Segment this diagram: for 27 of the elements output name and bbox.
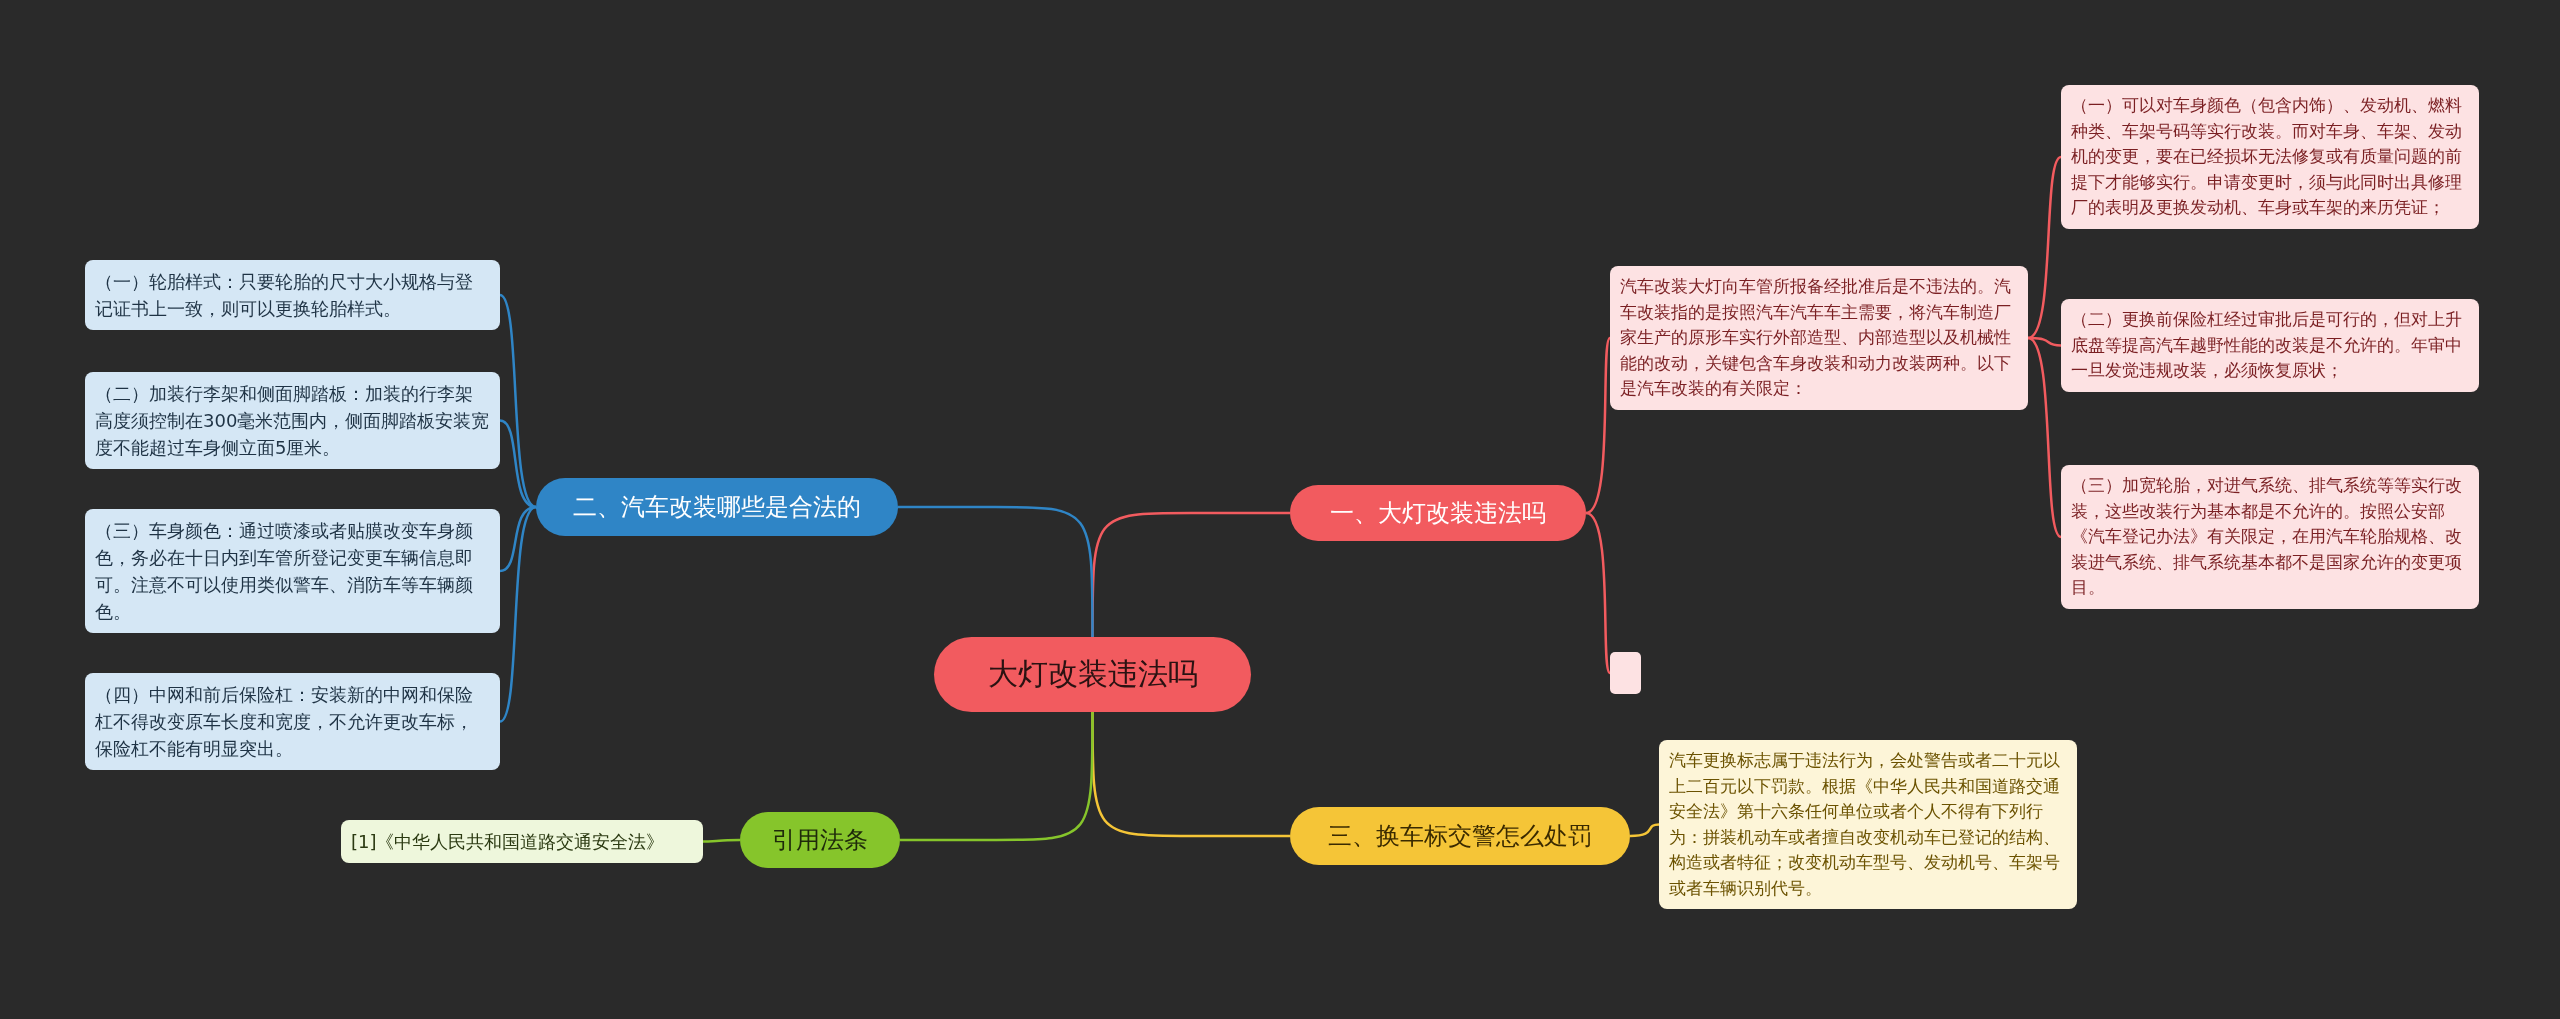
note-card: （二）加装行李架和侧面脚踏板：加装的行李架高度须控制在300毫米范围内，侧面脚踏板安装宽度不能超过车身侧立面5厘米。 (85, 372, 500, 469)
empty-card (1610, 652, 1641, 694)
note-card: （一）轮胎样式：只要轮胎的尺寸大小规格与登记证书上一致，则可以更换轮胎样式。 (85, 260, 500, 330)
connector-line (2027, 156, 2062, 340)
topic-pill: 一、大灯改装违法吗 (1290, 485, 1586, 541)
connector-line (703, 838, 740, 843)
note-card: [1]《中华人民共和国道路交通安全法》 (341, 820, 703, 863)
connector-line (499, 294, 537, 509)
topic-pill: 大灯改装违法吗 (934, 637, 1251, 712)
note-card: 汽车改装大灯向车管所报备经批准后是不违法的。汽车改装指的是按照汽车汽车车主需要，将汽车制造厂家生产的原形车实行外部造型、内部造型以及机械性能的改动，关键包含车身改装和动力改装两种。以下是汽车改装的有关限定： (1610, 266, 2028, 410)
connector-line (1629, 823, 1660, 838)
note-card: （三）车身颜色：通过喷漆或者贴膜改变车身颜色，务必在十日内到车管所登记变更车辆信息即可。注意不可以使用类似警车、消防车等车辆颜色。 (85, 509, 500, 633)
topic-pill: 二、汽车改装哪些是合法的 (536, 478, 898, 536)
connector-line (898, 505, 1094, 637)
note-card: （二）更换前保险杠经过审批后是可行的，但对上升底盘等提高汽车越野性能的改装是不允许的。年审中一旦发觉违规改装，必须恢复原状； (2061, 299, 2479, 392)
note-card: （三）加宽轮胎，对进气系统、排气系统等等实行改装，这些改装行为基本都是不允许的。按照公安部《汽车登记办法》有关限定，在用汽车轮胎规格、改装进气系统、排气系统基本都不是国家允许的变更项目。 (2061, 465, 2479, 609)
note-card: 汽车更换标志属于违法行为，会处警告或者二十元以上二百元以下罚款。根据《中华人民共和国道路交通安全法》第十六条任何单位或者个人不得有下列行为：拼装机动车或者擅自改变机动车已登记的结构、构造或者特征；改变机动车型号、发动机号、车架号或者车辆识别代号。 (1659, 740, 2077, 909)
connector-line (499, 419, 537, 509)
connector-line (1585, 511, 1612, 674)
topic-pill: 三、换车标交警怎么处罚 (1290, 807, 1630, 865)
connector-line (2027, 336, 2062, 538)
note-card: （一）可以对车身颜色（包含内饰）、发动机、燃料种类、车架号码等实行改装。而对车身、车架、发动机的变更，要在已经损坏无法修复或有质量问题的前提下才能够实行。申请变更时，须与此同时出具修理厂的表明及更换发动机、车身或车架的来历凭证； (2061, 85, 2479, 229)
connector-line (1585, 337, 1612, 515)
note-card: （四）中网和前后保险杠：安装新的中网和保险杠不得改变原车长度和宽度，不允许更改车标，保险杠不能有明显突出。 (85, 673, 500, 770)
connector-line (900, 712, 1094, 842)
topic-pill: 引用法条 (740, 812, 900, 868)
connector-line (499, 505, 537, 723)
